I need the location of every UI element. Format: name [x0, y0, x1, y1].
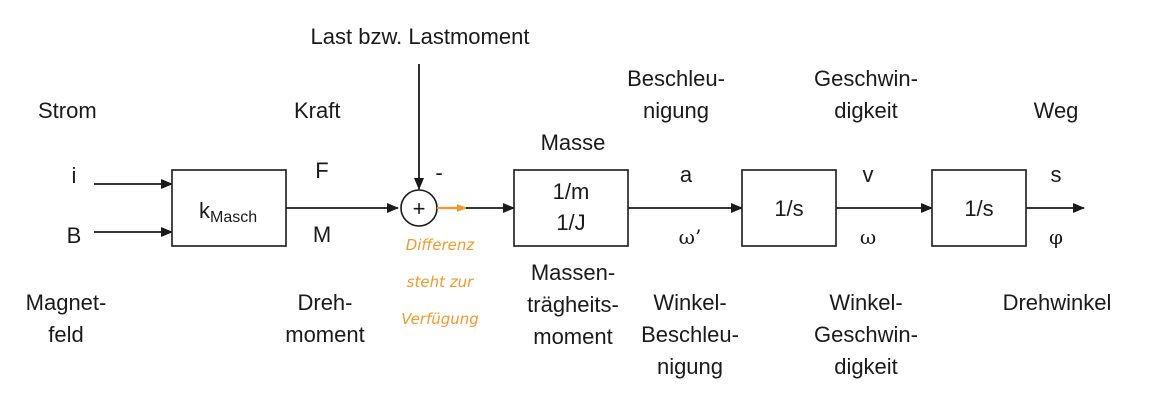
footer-drehwinkel: Drehwinkel	[1003, 290, 1112, 315]
signal-f: F	[315, 158, 328, 183]
footer-drehmoment-1: Dreh-	[297, 290, 352, 315]
integrator-1-label: 1/s	[774, 196, 803, 221]
footer-winkelbeschleunigung-3: nigung	[657, 354, 723, 379]
footer-magnetfeld-1: Magnet-	[26, 290, 107, 315]
mass-line2: 1/J	[556, 210, 585, 235]
annotation-line2: steht zur	[407, 273, 474, 291]
footer-winkelgeschwindigkeit-2: Geschwin-	[814, 322, 918, 347]
footer-massentraegheit-1: Massen-	[531, 260, 615, 285]
header-weg: Weg	[1034, 98, 1079, 123]
header-beschleunigung-1: Beschleu-	[627, 66, 725, 91]
footer-winkelgeschwindigkeit-1: Winkel-	[829, 290, 902, 315]
footer-winkelbeschleunigung-1: Winkel-	[653, 290, 726, 315]
header-geschwindigkeit-2: digkeit	[834, 98, 898, 123]
load-label: Last bzw. Lastmoment	[311, 24, 530, 49]
signal-omega: ω	[860, 225, 876, 249]
mass-line1: 1/m	[553, 179, 590, 204]
footer-drehmoment-2: moment	[285, 322, 364, 347]
sum-minus: -	[435, 160, 442, 185]
kmasch-block	[171, 169, 287, 247]
header-geschwindigkeit-1: Geschwin-	[814, 66, 918, 91]
integrator-2-label: 1/s	[964, 196, 993, 221]
integrator-2	[931, 169, 1027, 247]
kmasch-label: kMasch	[199, 198, 257, 226]
footer-winkelbeschleunigung-2: Beschleu-	[641, 322, 739, 347]
signal-omega-prime: ω’	[679, 225, 702, 249]
header-kraft: Kraft	[294, 98, 340, 123]
signal-s: s	[1051, 162, 1062, 187]
integrator-1	[741, 169, 837, 247]
sum-plus: +	[413, 196, 426, 221]
annotation-line3: Verfügung	[401, 310, 479, 328]
input-i: i	[72, 163, 77, 188]
header-masse: Masse	[541, 130, 606, 155]
mass-block	[513, 169, 629, 247]
footer-massentraegheit-3: moment	[533, 324, 612, 349]
footer-magnetfeld-2: feld	[48, 322, 83, 347]
signal-m: M	[313, 222, 331, 247]
signal-phi: φ	[1049, 225, 1063, 249]
kmasch-subscript: Masch	[210, 209, 257, 226]
signal-a: a	[680, 162, 693, 187]
annotation-line1: Differenz	[406, 236, 476, 254]
signal-v: v	[863, 162, 874, 187]
header-beschleunigung-2: nigung	[643, 98, 709, 123]
footer-winkelgeschwindigkeit-3: digkeit	[834, 354, 898, 379]
header-strom: Strom	[38, 98, 97, 123]
kmasch-k: k	[199, 198, 211, 223]
input-b: B	[67, 223, 82, 248]
footer-massentraegheit-2: trägheits-	[527, 292, 619, 317]
